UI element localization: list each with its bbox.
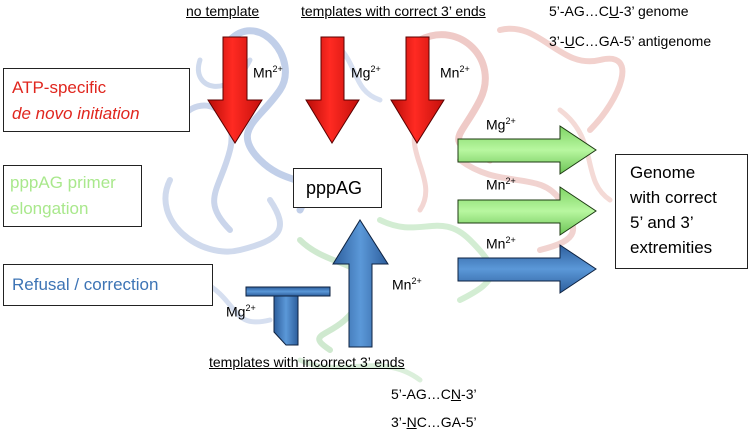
legend-elongation-box: pppAG primer elongation	[3, 165, 142, 227]
blue-t-bar	[245, 286, 331, 297]
red-down-arrow-no-template	[207, 36, 263, 144]
ion-symbol: Mg	[226, 303, 246, 320]
legend-refusal-box: Refusal / correction	[3, 264, 213, 306]
blue-t-stem	[273, 295, 299, 346]
ion-charge: 2+	[272, 64, 283, 74]
red-down-arrow-template-mg	[305, 36, 360, 144]
seq-text: C…GA-5’	[416, 414, 477, 430]
ion-charge: 2+	[505, 116, 516, 126]
ion-mn-no-template: Mn2+	[253, 64, 283, 81]
ion-charge: 2+	[505, 235, 516, 245]
seq-text: 3’-	[391, 414, 407, 430]
sequence-incorrect-bottom: 3’-NC…GA-5’	[391, 414, 477, 430]
ion-mg-correct: Mg2+	[351, 64, 381, 81]
ion-mn-up: Mn2+	[392, 276, 422, 293]
ion-symbol: Mn	[253, 64, 273, 81]
blue-right-arrow-mn	[457, 244, 597, 294]
ion-symbol: Mn	[486, 235, 506, 252]
seq-underlined: U	[564, 33, 575, 49]
header-no-template: no template	[186, 3, 260, 19]
ion-symbol: Mg	[351, 64, 371, 81]
legend-refusal-text: Refusal / correction	[12, 275, 159, 294]
result-box: Genome with correct 5’ and 3’ extremitie…	[615, 154, 748, 269]
legend-initiation-line1: ATP-specific	[12, 78, 107, 97]
seq-text: 5’-AG…C	[549, 3, 609, 19]
red-down-arrow-template-mn	[390, 36, 445, 144]
header-incorrect-ends: templates with incorrect 3’ ends	[209, 354, 405, 370]
ion-symbol: Mg	[486, 116, 506, 133]
seq-text: -3’ genome	[619, 3, 689, 19]
ion-charge: 2+	[370, 64, 381, 74]
ion-charge: 2+	[459, 64, 470, 74]
header-correct-ends: templates with correct 3’ ends	[301, 3, 486, 19]
legend-initiation-line2: de novo initiation	[12, 104, 140, 123]
seq-underlined: N	[450, 386, 462, 402]
seq-underlined: U	[608, 3, 620, 19]
ion-mn-correct: Mn2+	[440, 64, 470, 81]
ion-charge: 2+	[411, 276, 422, 286]
result-line-1: Genome	[630, 163, 696, 182]
green-right-arrow-mg	[457, 125, 597, 175]
legend-elongation-line2: elongation	[10, 199, 89, 218]
result-line-4: extremities	[630, 238, 713, 257]
result-line-3: 5’ and 3’	[630, 213, 694, 232]
legend-initiation-box: ATP-specific de novo initiation	[3, 68, 190, 132]
ion-symbol: Mn	[392, 276, 412, 293]
ion-mn-blue: Mn2+	[486, 235, 516, 252]
sequence-antigenome: 3’-UC…GA-5’ antigenome	[549, 33, 711, 49]
sequence-incorrect-top: 5’-AG…CN-3’	[391, 386, 477, 402]
seq-text: 5’-AG…C	[391, 386, 451, 402]
sequence-genome: 5’-AG…CU-3’ genome	[549, 3, 689, 19]
ion-mn-green: Mn2+	[486, 176, 516, 193]
ion-mg-green: Mg2+	[486, 116, 516, 133]
blue-up-arrow-mn	[332, 219, 389, 348]
ion-charge: 2+	[245, 303, 256, 313]
seq-text: C…GA-5’ antigenome	[574, 33, 712, 49]
ion-symbol: Mn	[486, 176, 506, 193]
center-pppag-text: pppAG	[306, 178, 363, 198]
seq-text: -3’	[461, 386, 477, 402]
legend-elongation-line1: pppAG primer	[10, 173, 116, 192]
ion-symbol: Mn	[440, 64, 460, 81]
result-line-2: with correct	[630, 188, 717, 207]
seq-text: 3’-	[549, 33, 565, 49]
ion-mg-block: Mg2+	[226, 303, 256, 320]
green-right-arrow-mn	[457, 186, 597, 236]
ion-charge: 2+	[505, 176, 516, 186]
seq-underlined: N	[406, 414, 417, 430]
center-pppag-box: pppAG	[293, 168, 382, 208]
